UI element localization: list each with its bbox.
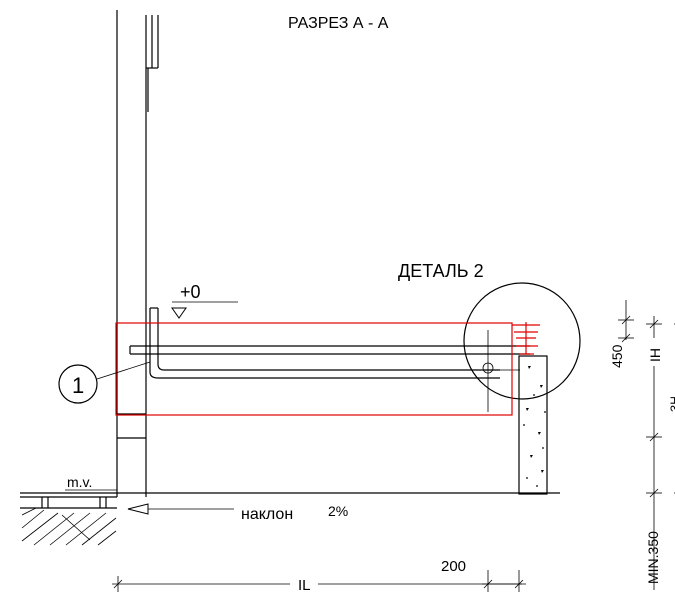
dim-cut-text: ЗН bbox=[668, 396, 675, 412]
dim-right-outer: IH MIN.350 ЗН bbox=[645, 316, 675, 590]
callout-1: 1 bbox=[58, 361, 151, 404]
ground-label: m.v. bbox=[67, 474, 92, 490]
slope-value: 2% bbox=[328, 503, 348, 519]
level-mark: +0 bbox=[171, 282, 238, 319]
highlight-frame bbox=[115, 322, 513, 416]
ground: m.v. bbox=[20, 474, 560, 546]
dim-il: IL bbox=[112, 576, 522, 592]
section-title: РАЗРЕЗ А - А bbox=[288, 15, 389, 32]
building-wall bbox=[116, 10, 159, 497]
callout-1-number: 1 bbox=[72, 373, 84, 398]
dim-right-inner: 450 bbox=[609, 300, 634, 368]
dim-ih-text: IH bbox=[647, 348, 663, 362]
dim-il-text: IL bbox=[298, 577, 311, 592]
slope-label: наклон bbox=[241, 506, 293, 523]
slope-arrow: наклон 2% bbox=[127, 503, 348, 523]
detail-2-callout: ДЕТАЛЬ 2 bbox=[398, 261, 581, 400]
dim-200-text: 200 bbox=[441, 558, 466, 575]
level-mark-text: +0 bbox=[180, 282, 201, 302]
step-slab bbox=[129, 307, 530, 412]
red-detail-marker bbox=[512, 322, 540, 355]
detail-2-label: ДЕТАЛЬ 2 bbox=[398, 261, 484, 281]
dim-200: 200 bbox=[441, 558, 526, 592]
dim-min350-text: MIN.350 bbox=[645, 531, 661, 584]
concrete-pillar bbox=[518, 355, 548, 495]
dim-450-text: 450 bbox=[609, 344, 625, 368]
